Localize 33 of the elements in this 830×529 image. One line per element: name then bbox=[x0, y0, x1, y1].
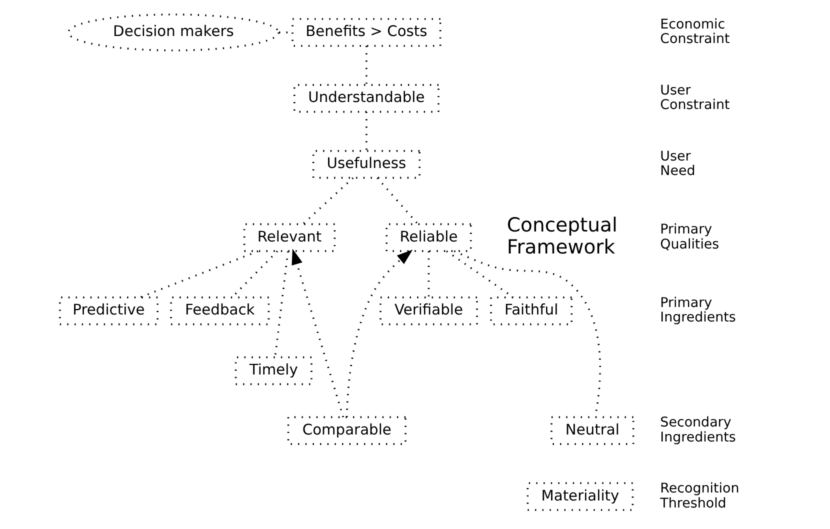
connector bbox=[454, 250, 602, 418]
label: Primary Qualities bbox=[660, 222, 720, 252]
label: User Constraint bbox=[660, 83, 730, 114]
node-box: Predictive bbox=[58, 296, 158, 326]
node-box: Feedback bbox=[170, 296, 270, 326]
connector bbox=[366, 112, 368, 150]
node-box: Usefulness bbox=[312, 150, 420, 179]
node-box: Timely bbox=[234, 356, 312, 386]
label: User Need bbox=[660, 149, 696, 180]
label: Economic Constraint bbox=[660, 18, 730, 48]
connector bbox=[446, 250, 514, 298]
connector bbox=[366, 46, 368, 85]
node-box: Faithful bbox=[490, 296, 573, 326]
node-box: Relevant bbox=[243, 223, 336, 252]
label: Secondary Ingredients bbox=[660, 416, 736, 446]
node-ellipse: Decision makers bbox=[67, 14, 280, 52]
arrow bbox=[292, 248, 344, 418]
node-box: Comparable bbox=[287, 416, 406, 445]
node-box: Neutral bbox=[550, 416, 634, 445]
label: Primary Ingredients bbox=[660, 296, 736, 326]
node-box: Understandable bbox=[293, 84, 440, 113]
connector bbox=[274, 251, 289, 358]
node-box: Verifiable bbox=[380, 296, 478, 326]
connector bbox=[302, 177, 354, 224]
node-box: Benefits > Costs bbox=[292, 18, 442, 47]
label: Recognition Threshold bbox=[660, 482, 740, 512]
connector bbox=[376, 177, 418, 224]
node-box: Materiality bbox=[526, 482, 634, 511]
arrow bbox=[346, 250, 413, 418]
connector bbox=[140, 250, 258, 298]
label: Conceptual Framework bbox=[506, 213, 618, 258]
connector bbox=[428, 251, 430, 298]
node-box: Reliable bbox=[386, 223, 472, 252]
